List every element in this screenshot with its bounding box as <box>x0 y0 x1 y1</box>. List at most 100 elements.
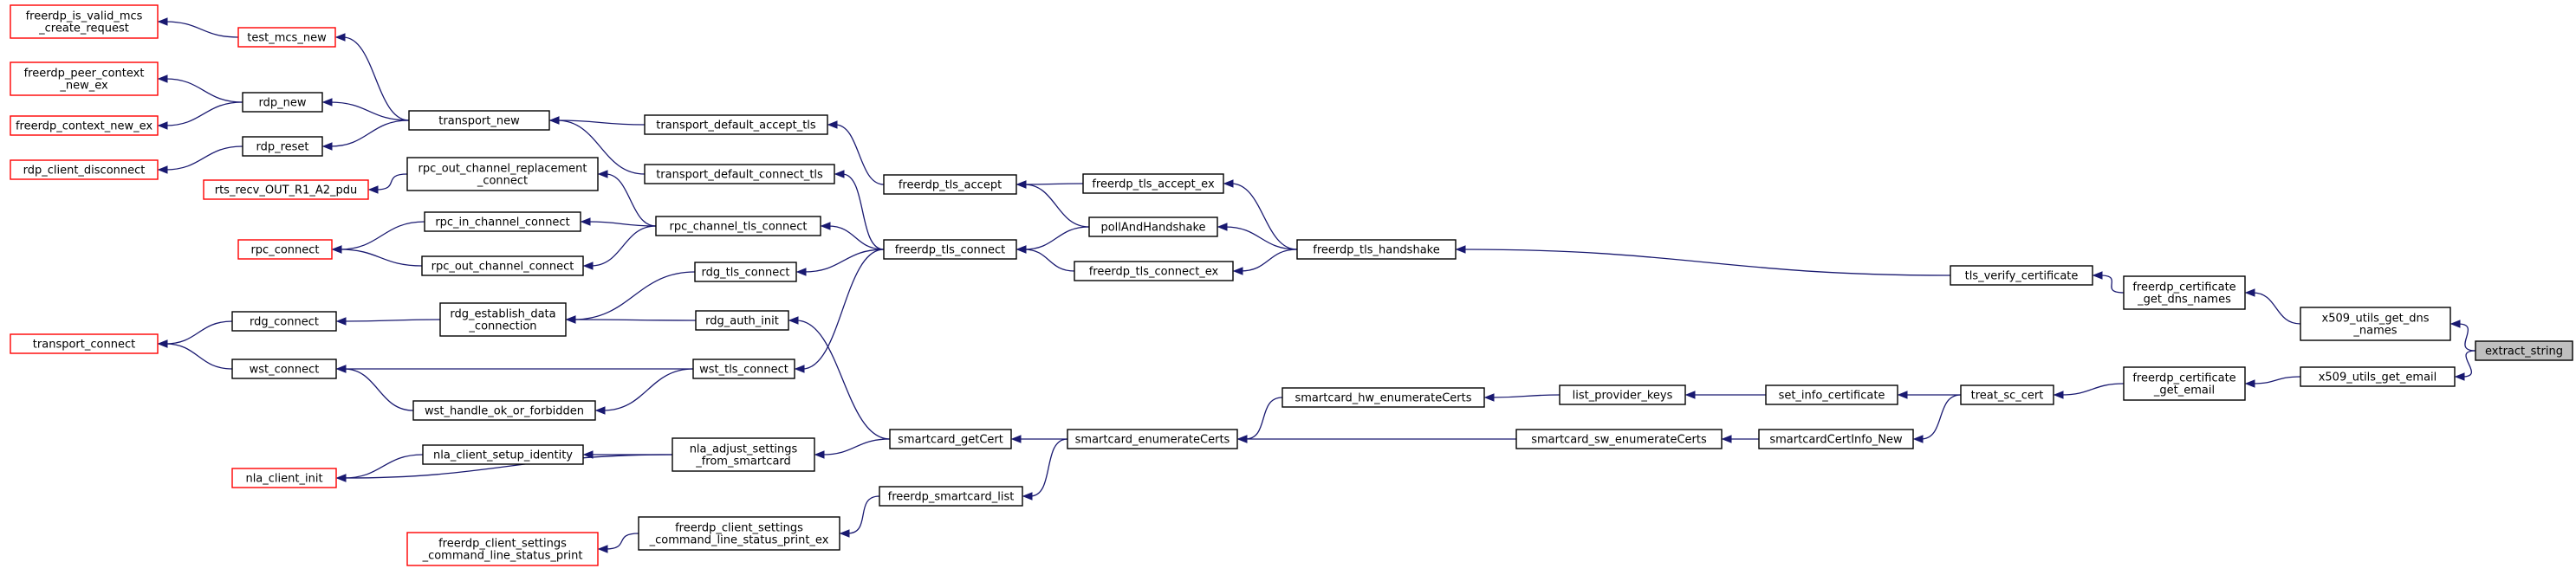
node-label: smartcard_sw_enumerateCerts <box>1531 434 1707 447</box>
node-sc-enum[interactable]: smartcard_enumerateCerts <box>1067 429 1238 449</box>
node-sc-list[interactable]: freerdp_smartcard_list <box>879 486 1023 507</box>
node-is-valid[interactable]: freerdp_is_valid_mcs_create_request <box>10 4 159 39</box>
node-rpc-tls[interactable]: rpc_channel_tls_connect <box>655 216 821 236</box>
arrowhead-icon <box>1232 267 1243 275</box>
node-tdc-tls[interactable]: transport_default_connect_tls <box>644 164 835 184</box>
node-tls-connect-ex[interactable]: freerdp_tls_connect_ex <box>1074 261 1234 281</box>
call-edge-tls_connect_ex-to-tls_connect <box>1015 245 1075 272</box>
node-label: freerdp_smartcard_list <box>888 491 1015 504</box>
node-extract[interactable]: extract_string <box>2475 340 2573 361</box>
node-label-line: freerdp_peer_context <box>24 68 145 81</box>
node-list-keys[interactable]: list_provider_keys <box>1559 384 1686 405</box>
node-box <box>1067 429 1238 449</box>
node-rdg-connect[interactable]: rdg_connect <box>231 311 337 332</box>
node-rdg-auth[interactable]: rdg_auth_init <box>695 310 789 331</box>
node-transport-new[interactable]: transport_new <box>408 110 550 131</box>
node-peer-ctx[interactable]: freerdp_peer_context_new_ex <box>10 61 159 96</box>
node-wst-connect[interactable]: wst_connect <box>231 359 337 379</box>
edge-line <box>573 271 696 320</box>
edge-line <box>1240 249 1298 272</box>
arrowhead-icon <box>1455 245 1466 254</box>
node-label-line: _get_email <box>2153 384 2215 397</box>
node-nla-adjust[interactable]: nla_adjust_settings_from_smartcard <box>672 437 815 472</box>
node-rdg-est[interactable]: rdg_establish_data_connection <box>439 302 567 337</box>
node-rpc-in[interactable]: rpc_in_channel_connect <box>424 211 581 232</box>
arrowhead-icon <box>1236 435 1248 443</box>
node-rdp-disc[interactable]: rdp_client_disconnect <box>10 159 159 180</box>
node-cl-status-ex[interactable]: freerdp_client_settings_command_line_sta… <box>638 516 840 551</box>
node-cl-status[interactable]: freerdp_client_settings_command_line_sta… <box>406 532 599 566</box>
edge-line <box>1023 184 1090 228</box>
node-box <box>1758 429 1914 449</box>
call-edge-rpc_tls-to-rpc_out <box>582 225 657 270</box>
node-label: rdg_auth_init <box>705 315 779 328</box>
node-treat-sc[interactable]: treat_sc_cert <box>1960 384 2054 405</box>
call-edge-tls_connect-to-tdc_tls <box>834 170 885 250</box>
node-wst-handle[interactable]: wst_handle_ok_or_forbidden <box>412 400 596 421</box>
node-rpc-out-repl[interactable]: rpc_out_channel_replacement_connect <box>406 157 599 191</box>
node-rdg-tls[interactable]: rdg_tls_connect <box>694 262 797 282</box>
node-sc-certinfo[interactable]: smartcardCertInfo_New <box>1758 429 1914 449</box>
node-sc-sw-enum[interactable]: smartcard_sw_enumerateCerts <box>1515 429 1723 449</box>
node-tls-connect[interactable]: freerdp_tls_connect <box>883 239 1017 260</box>
node-set-info[interactable]: set_info_certificate <box>1765 384 1898 405</box>
node-transport-connect[interactable]: transport_connect <box>10 333 159 354</box>
edge-line <box>2060 383 2125 396</box>
node-box <box>644 114 828 135</box>
node-label: freerdp_tls_accept <box>899 179 1002 192</box>
node-test-mcs[interactable]: test_mcs_new <box>237 27 336 48</box>
node-ctx-new[interactable]: freerdp_context_new_ex <box>10 115 159 136</box>
node-tls-verify[interactable]: tls_verify_certificate <box>1950 265 2093 286</box>
call-edge-extract-to-x509_dns <box>2449 320 2476 352</box>
node-label: list_provider_keys <box>1573 390 1673 403</box>
arrowhead-icon <box>331 245 342 254</box>
node-tls-accept-ex[interactable]: freerdp_tls_accept_ex <box>1082 173 1224 194</box>
node-label-line: smartcard_sw_enumerateCerts <box>1531 434 1707 447</box>
arrowhead-icon <box>335 317 347 326</box>
node-label-line: wst_handle_ok_or_forbidden <box>425 405 584 418</box>
node-rpc-out[interactable]: rpc_out_channel_connect <box>421 255 584 276</box>
call-edge-wst_connect-to-transport_connect <box>157 339 233 370</box>
node-label-line: _names <box>2352 325 2397 338</box>
node-label-line: wst_tls_connect <box>699 364 788 377</box>
node-tls-accept[interactable]: freerdp_tls_accept <box>883 174 1017 195</box>
node-tls-handshake[interactable]: freerdp_tls_handshake <box>1296 239 1457 260</box>
node-label-line: rdp_new <box>259 97 307 110</box>
node-label-line: smartcard_enumerateCerts <box>1075 434 1230 447</box>
node-sc-hw-enum[interactable]: smartcard_hw_enumerateCerts <box>1282 387 1485 408</box>
node-cert-dns[interactable]: freerdp_certificate_get_dns_names <box>2123 275 2246 310</box>
node-label: rdp_new <box>259 97 307 110</box>
node-rpc-connect[interactable]: rpc_connect <box>237 239 333 260</box>
arrowhead-icon <box>2244 379 2255 388</box>
node-sc-getcert[interactable]: smartcard_getCert <box>889 429 1012 449</box>
call-edge-rpc_out-to-rpc_connect <box>331 245 423 267</box>
call-edge-sc_hw_enum-to-sc_enum <box>1236 397 1283 443</box>
node-label: freerdp_certificate_get_email <box>2132 372 2235 397</box>
node-tda-tls[interactable]: transport_default_accept_tls <box>644 114 828 135</box>
node-label-line: treat_sc_cert <box>1971 390 2044 403</box>
edge-line <box>2252 376 2301 384</box>
node-nla-init[interactable]: nla_client_init <box>231 468 337 488</box>
node-wst-tls[interactable]: wst_tls_connect <box>692 359 795 379</box>
call-edge-test_mcs-to-is_valid <box>157 17 239 38</box>
arrowhead-icon <box>795 268 807 276</box>
node-box <box>422 444 584 465</box>
edge-line <box>821 438 891 455</box>
call-edge-rpc_tls-to-rpc_out_repl <box>597 170 657 227</box>
arrowhead-icon <box>820 222 831 230</box>
call-edge-x509_email-to-cert_email <box>2244 376 2301 388</box>
node-nla-setup[interactable]: nla_client_setup_identity <box>422 444 584 465</box>
node-box <box>412 400 596 421</box>
node-cert-email[interactable]: freerdp_certificate_get_email <box>2123 366 2246 401</box>
node-x509-email[interactable]: x509_utils_get_email <box>2300 366 2456 387</box>
edge-line <box>165 101 243 126</box>
node-label: freerdp_tls_connect <box>895 244 1006 257</box>
node-label-line: test_mcs_new <box>247 32 327 45</box>
node-rts-recv[interactable]: rts_recv_OUT_R1_A2_pdu <box>203 179 369 200</box>
node-rdp-new[interactable]: rdp_new <box>242 92 323 113</box>
edge-line <box>803 249 885 273</box>
node-poll[interactable]: pollAndHandshake <box>1088 216 1218 237</box>
node-rdp-reset[interactable]: rdp_reset <box>242 136 323 157</box>
node-x509-dns[interactable]: x509_utils_get_dns_names <box>2300 307 2451 341</box>
